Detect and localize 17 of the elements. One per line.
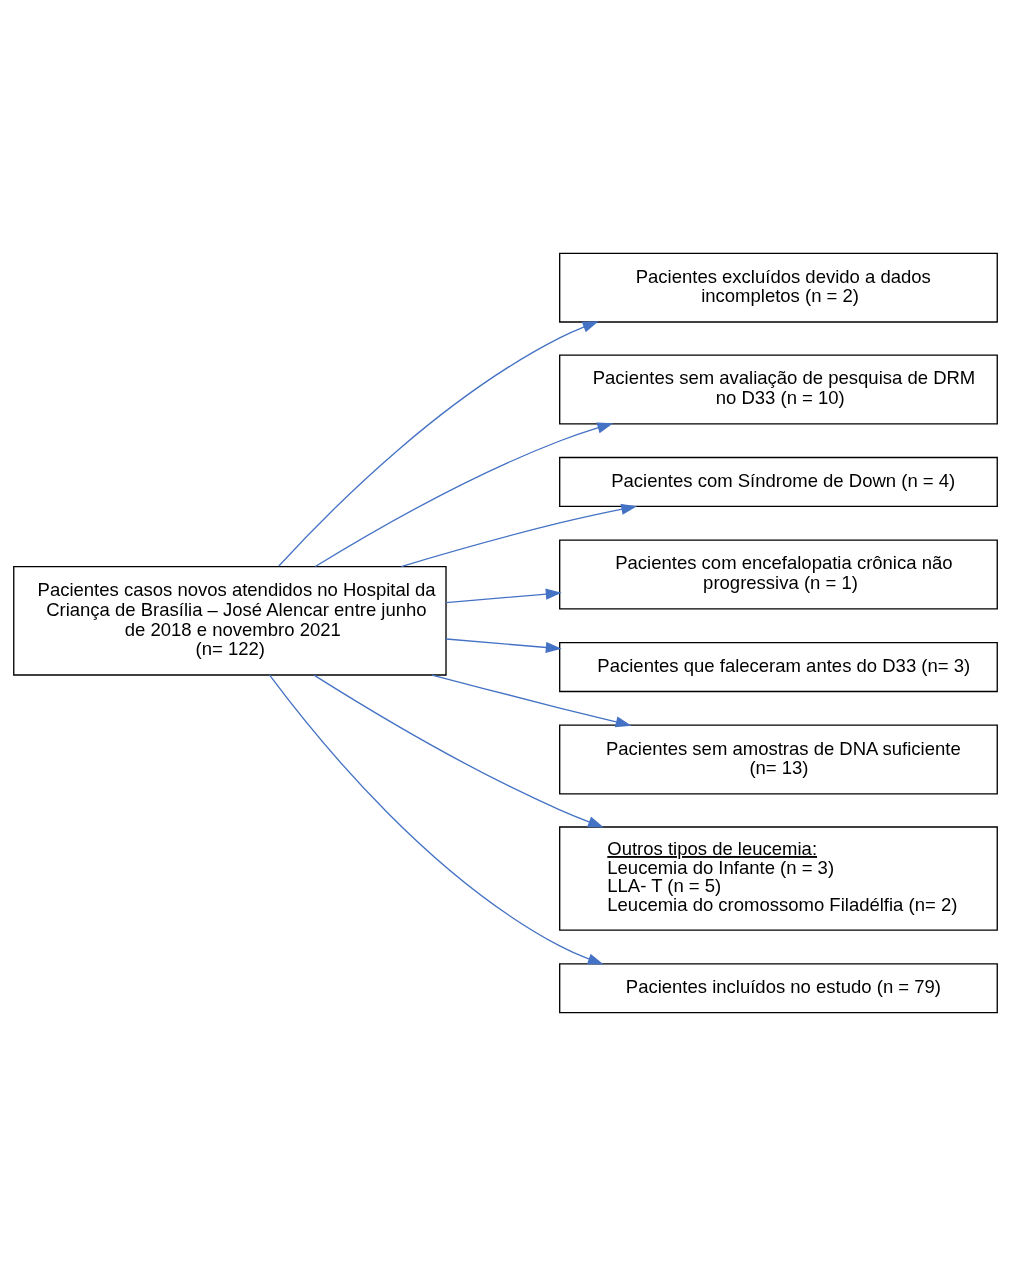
- arrow: [278, 321, 599, 567]
- node-box: Pacientes sem amostras de DNA suficiente (n= 13): [559, 724, 998, 795]
- arrow: [445, 638, 562, 653]
- arrow: [431, 674, 632, 728]
- node-box: Pacientes sem avaliação de pesquisa de DRM no D33 (n = 10): [559, 354, 998, 425]
- arrow: [314, 422, 614, 568]
- node-box: Pacientes com Síndrome de Down (n = 4): [559, 456, 998, 508]
- arrow: [313, 674, 604, 828]
- node-box: Pacientes incluídos no estudo (n = 79): [559, 963, 998, 1014]
- arrow: [445, 588, 562, 604]
- node-box: Pacientes excluídos devido a dados incompletos (n = 2): [559, 252, 998, 323]
- arrow: [268, 674, 604, 965]
- node-box: Pacientes com encefalopatia crônica não progressiva (n = 1): [559, 539, 998, 610]
- node-box: Outros tipos de leucemia: Leucemia do Infante (n = 3) LLA- T (n = 5) Leucemia do cromossomo Filadélfia (n= 2): [559, 826, 998, 931]
- node-box: Pacientes que faleceram antes do D33 (n= 3): [559, 641, 998, 693]
- arrow: [400, 503, 638, 568]
- node-box: Pacientes casos novos atendidos no Hospital da Criança de Brasília – José Alencar entre junho de 2018 e novembro 2021 (n= 122): [13, 565, 447, 676]
